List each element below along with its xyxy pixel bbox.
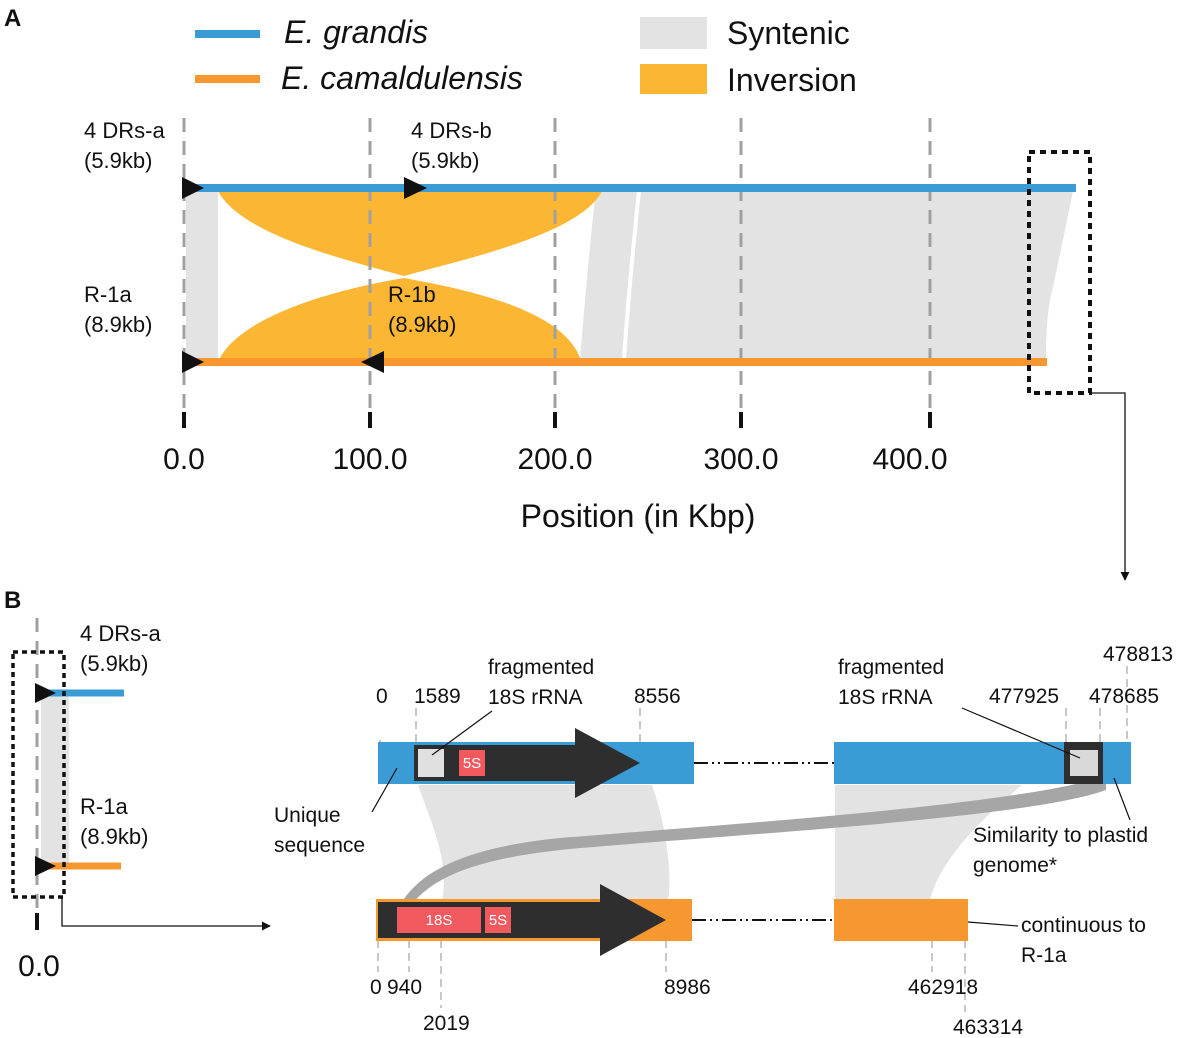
frag2-line1: fragmented	[838, 656, 944, 679]
unique-line2: sequence	[274, 834, 365, 857]
legend-syntenic-label: Syntenic	[727, 15, 850, 51]
r1b-size: (8.9kb)	[388, 312, 456, 337]
top-pos-0: 0	[376, 685, 388, 708]
panel-a-label: A	[4, 5, 21, 32]
frag2-line2: 18S rRNA	[838, 686, 933, 709]
detail-bottom-repeat-arrow	[378, 884, 666, 956]
inversion-upper	[218, 191, 602, 276]
plastid-similarity-ribbon	[402, 776, 1106, 904]
top-pos-477925: 477925	[989, 685, 1059, 708]
plastid-leader	[1113, 777, 1131, 821]
detail-top-repeat-arrow	[414, 728, 640, 798]
drs-b-size: (5.9kb)	[411, 148, 479, 173]
detail-bottom-5s-box	[485, 907, 511, 933]
r1b-name: R-1b	[388, 282, 436, 307]
detail-camaldulensis-seq-end	[834, 899, 968, 941]
bottom-pos-0: 0	[370, 976, 382, 999]
r1a-arrow-icon	[182, 351, 204, 373]
mini-drs-a-size: (5.9kb)	[80, 651, 148, 676]
legend-camaldulensis-label: E. camaldulensis	[281, 60, 523, 96]
continuous-line1: continuous to	[1021, 914, 1146, 937]
detail-top-5s-box	[459, 750, 485, 776]
syntenic-block-narrow	[580, 191, 637, 359]
legend-syntenic-swatch	[640, 17, 707, 49]
continuous-line2: R-1a	[1021, 944, 1067, 967]
syntenic-block-main	[626, 191, 1073, 359]
bottom-pos-463314: 463314	[953, 1016, 1023, 1038]
mini-overview: 0.0 4 DRs-a (5.9kb) R-1a (8.9kb)	[11, 618, 271, 983]
frag1-line1: fragmented	[488, 656, 594, 679]
bottom-pos-8986: 8986	[664, 976, 711, 999]
zoom-region-box	[1027, 150, 1092, 395]
mini-r1a-arrow-icon	[35, 856, 56, 876]
detail-bottom-18s-label: 18S	[426, 912, 453, 929]
tick-label: 300.0	[703, 443, 778, 476]
x-axis: 0.0 100.0 200.0 300.0 400.0 Position (in…	[163, 412, 948, 534]
frag1-line2: 18S rRNA	[488, 686, 583, 709]
legend-inversion-label: Inversion	[727, 62, 857, 98]
x-axis-title: Position (in Kbp)	[521, 498, 756, 534]
zoom-connector-arrow	[1092, 392, 1130, 581]
plastid-line1: Similarity to plastid	[973, 824, 1148, 847]
syntenic-block-left	[186, 191, 218, 359]
tick-label: 400.0	[872, 443, 947, 476]
unique-leader	[371, 767, 398, 813]
drs-b-name: 4 DRs-b	[411, 118, 492, 143]
bottom-pos-940: 940	[387, 976, 422, 999]
mini-connector-arrow	[61, 897, 271, 931]
detail-bottom-18s-box	[397, 907, 481, 933]
panel-b-label: B	[4, 587, 21, 614]
legend: E. grandis E. camaldulensis Syntenic Inv…	[195, 14, 857, 98]
frag2-leader	[961, 707, 1081, 759]
unique-line1: Unique	[274, 804, 341, 827]
r1b-arrow-icon	[361, 351, 384, 373]
continuous-leader	[967, 921, 1019, 927]
synteny-blocks	[186, 191, 1073, 359]
tick-label: 100.0	[332, 443, 407, 476]
top-pos-8556: 8556	[634, 685, 681, 708]
mini-tick-label: 0.0	[18, 950, 60, 983]
mini-zoom-box	[11, 650, 66, 899]
detail-top-end-fragment	[1070, 750, 1098, 776]
legend-inversion-swatch	[640, 64, 707, 94]
drs-a-arrow-icon	[182, 177, 204, 199]
tick-label: 200.0	[517, 443, 592, 476]
bottom-pos-462918: 462918	[908, 976, 978, 999]
tick-label: 0.0	[163, 443, 205, 476]
mini-r1a-size: (8.9kb)	[80, 824, 148, 849]
detail-bottom-5s-label: 5S	[489, 912, 507, 929]
r1a-name: R-1a	[84, 282, 132, 307]
top-pos-478685: 478685	[1089, 685, 1159, 708]
mini-r1a-name: R-1a	[80, 794, 128, 819]
mini-drs-a-arrow-icon	[35, 683, 56, 703]
plastid-line2: genome*	[973, 854, 1057, 877]
top-pos-478813: 478813	[1103, 643, 1173, 666]
detail-top-5s-label: 5S	[463, 755, 481, 772]
drs-a-name: 4 DRs-a	[84, 118, 165, 143]
inversion-lower	[220, 278, 580, 358]
inversion-blocks	[218, 191, 602, 358]
frag1-leader	[431, 710, 493, 756]
drs-a-size: (5.9kb)	[84, 148, 152, 173]
bottom-pos-2019: 2019	[423, 1012, 470, 1035]
drs-b-arrow-icon	[404, 177, 427, 199]
legend-grandis-label: E. grandis	[284, 14, 428, 50]
position-gridlines	[182, 118, 932, 425]
detail-top-fragment-box	[418, 749, 444, 777]
mini-drs-a-name: 4 DRs-a	[80, 621, 161, 646]
top-pos-1589: 1589	[414, 685, 461, 708]
r1a-size: (8.9kb)	[84, 312, 152, 337]
